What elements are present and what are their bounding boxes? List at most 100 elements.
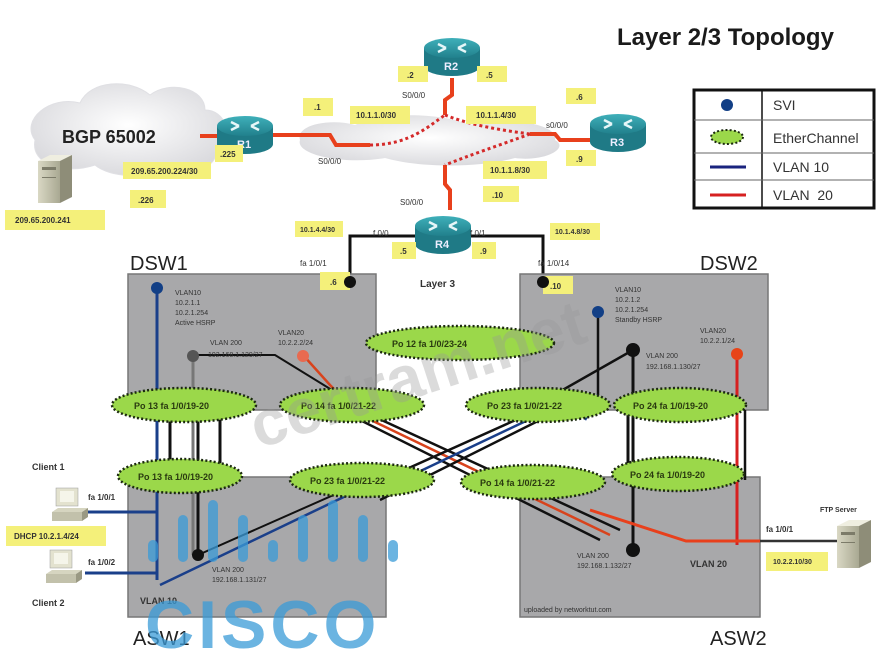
asw1-vlan10-label: VLAN 10 xyxy=(140,596,177,606)
asw1-vlan200-ip: 192.168.1.131/27 xyxy=(212,577,267,584)
dsw1-vlan10-name: VLAN10 xyxy=(175,290,201,297)
client1-label: Client 1 xyxy=(32,462,65,472)
asw2-name: ASW2 xyxy=(710,628,767,650)
etherchannel-po13-top[interactable]: Po 13 fa 1/0/19-20 xyxy=(110,386,258,424)
bgp-server-ip-label: 209.65.200.241 xyxy=(15,216,71,225)
r3-ip-bottom-label: .9 xyxy=(576,155,583,164)
r2-r3-subnet-label: 10.1.1.4/30 xyxy=(476,111,517,120)
asw2-vlan200-name: VLAN 200 xyxy=(577,553,609,560)
asw1-vlan200-svi-dot xyxy=(192,549,204,561)
svg-text:Po 12 fa 1/0/23-24: Po 12 fa 1/0/23-24 xyxy=(392,339,467,349)
diagram-title: Layer 2/3 Topology xyxy=(617,24,835,51)
r4-f00-ip-label: .5 xyxy=(400,247,407,256)
router-r2-label: R2 xyxy=(444,61,458,73)
dsw1-vlan200-ip: 192.168.1.129/27 xyxy=(208,352,263,359)
svg-text:Po 13 fa 1/0/19-20: Po 13 fa 1/0/19-20 xyxy=(134,401,209,411)
etherchannel-po23-top[interactable]: Po 23 fa 1/0/21-22 xyxy=(464,386,612,424)
client1-port-label: fa 1/0/1 xyxy=(88,493,116,502)
frame-relay-pvcs xyxy=(369,113,531,167)
bgp-subnet-label: 209.65.200.224/30 xyxy=(131,167,198,176)
dsw2-box[interactable] xyxy=(519,273,769,411)
r1-ip-label: .1 xyxy=(314,103,321,112)
etherchannel-po14-top[interactable]: Po 14 fa 1/0/21-22 xyxy=(278,386,426,424)
etherchannel-ellipse-icon xyxy=(710,129,744,145)
dsw1-vlan10-ip: 10.2.1.1 xyxy=(175,300,200,307)
asw1-vlan200-name: VLAN 200 xyxy=(212,567,244,574)
dsw1-hsrp-state: Active HSRP xyxy=(175,320,216,327)
asw1-box[interactable] xyxy=(127,476,387,618)
dsw2-vlan200-name: VLAN 200 xyxy=(646,353,678,360)
svg-text:Po 23 fa 1/0/21-22: Po 23 fa 1/0/21-22 xyxy=(310,476,385,486)
dsw1-uplink-port-dot xyxy=(344,276,356,288)
svg-text:Po 14 fa 1/0/21-22: Po 14 fa 1/0/21-22 xyxy=(480,478,555,488)
cisco-wordmark: CISCO xyxy=(145,587,380,652)
etherchannel-po13-bottom[interactable]: Po 13 fa 1/0/19-20 xyxy=(116,457,244,495)
isp-ip-label: .226 xyxy=(138,196,154,205)
dsw2-vlan20-name: VLAN20 xyxy=(700,328,726,335)
dsw2-vlan10-ip: 10.2.1.2 xyxy=(615,297,640,304)
r4-f01-ip-label: .9 xyxy=(480,247,487,256)
client2-port-label: fa 1/0/2 xyxy=(88,558,116,567)
svg-text:Po 13 fa 1/0/19-20: Po 13 fa 1/0/19-20 xyxy=(138,472,213,482)
r4-serial-link xyxy=(443,165,452,210)
client2-label: Client 2 xyxy=(32,598,65,608)
dsw1-vlan20-name: VLAN20 xyxy=(278,330,304,337)
dsw2-hsrp-state: Standby HSRP xyxy=(615,317,662,324)
legend-vlan10-label: VLAN 10 xyxy=(773,159,829,175)
svg-text:Po 24 fa 1/0/19-20: Po 24 fa 1/0/19-20 xyxy=(633,401,708,411)
dsw1-uplink-port-label: fa 1/0/1 xyxy=(300,259,327,268)
dsw1-r4-subnet-label: 10.1.4.4/30 xyxy=(300,227,335,234)
r4-serial-interface-label: S0/0/0 xyxy=(400,198,424,207)
bgp-as-label: BGP 65002 xyxy=(62,127,156,147)
dsw2-uplink-port-dot xyxy=(537,276,549,288)
r4-serial-ip-label: .10 xyxy=(492,191,504,200)
r2-ip-right-label: .5 xyxy=(486,71,493,80)
router-r4-label: R4 xyxy=(435,239,450,251)
ftp-server[interactable] xyxy=(837,520,871,568)
etherchannels: Po 12 fa 1/0/23-24 Po 13 fa 1/0/19-20 Po… xyxy=(110,324,748,501)
router-r2[interactable]: R2 xyxy=(422,36,482,78)
legend-svi-label: SVI xyxy=(773,97,796,113)
etherchannel-po23-bottom[interactable]: Po 23 fa 1/0/21-22 xyxy=(288,461,436,499)
r2-interface-label: S0/0/0 xyxy=(402,91,426,100)
asw2-vlan20-label: VLAN 20 xyxy=(690,559,727,569)
legend-etherchannel-label: EtherChannel xyxy=(773,130,859,146)
bgp-server xyxy=(38,155,72,203)
dsw2-uplink-ip-label: .10 xyxy=(550,282,562,291)
etherchannel-po14-bottom[interactable]: Po 14 fa 1/0/21-22 xyxy=(459,463,607,501)
router-r4[interactable]: R4 xyxy=(413,214,473,256)
etherchannel-po24-top[interactable]: Po 24 fa 1/0/19-20 xyxy=(612,386,748,424)
dsw2-name: DSW2 xyxy=(700,253,758,275)
r1-serial-link xyxy=(270,133,370,147)
ftp-ip-label: 10.2.2.10/30 xyxy=(773,559,812,566)
cisco-logo-watermark: CISCO xyxy=(145,500,398,652)
r1-bgp-ip-label: .225 xyxy=(220,150,236,159)
dsw1-vlan10-svi-dot xyxy=(151,282,163,294)
router-r3[interactable]: R3 xyxy=(588,112,648,154)
r4-f01-label: f 0/1 xyxy=(470,229,486,238)
client1-pc[interactable] xyxy=(51,487,89,522)
r3-interface-label: s0/0/0 xyxy=(546,121,568,130)
svi-dot-icon xyxy=(721,99,733,111)
dsw2-vlan10-vip: 10.2.1.254 xyxy=(615,307,648,314)
r4-lan-labels: 10.1.4.4/30 f 0/0 f 0/1 .5 .9 Layer 3 10… xyxy=(295,221,600,290)
dsw2-vlan20-ip: 10.2.2.1/24 xyxy=(700,338,735,345)
r4-f00-label: f 0/0 xyxy=(373,229,389,238)
svg-text:Po 24 fa 1/0/19-20: Po 24 fa 1/0/19-20 xyxy=(630,470,705,480)
svg-text:Po 14 fa 1/0/21-22: Po 14 fa 1/0/21-22 xyxy=(301,401,376,411)
legend: SVI EtherChannel VLAN 10 VLAN 20 xyxy=(692,88,876,210)
etherchannel-po12[interactable]: Po 12 fa 1/0/23-24 xyxy=(364,324,556,362)
r3-ip-top-label: .6 xyxy=(576,93,583,102)
layer3-label: Layer 3 xyxy=(420,279,455,290)
dsw2-vlan200-ip: 192.168.1.130/27 xyxy=(646,364,701,371)
dsw1-name: DSW1 xyxy=(130,253,188,275)
client2-pc[interactable] xyxy=(45,549,83,584)
asw2-watermark: uploaded by networktut.com xyxy=(524,607,612,614)
wan-labels: 209.65.200.224/30 .225 .226 209.65.200.2… xyxy=(5,66,596,230)
asw2-box[interactable] xyxy=(519,476,761,618)
etherchannel-po24-bottom[interactable]: Po 24 fa 1/0/19-20 xyxy=(610,455,746,493)
r2-serial-link xyxy=(443,78,454,115)
dsw2-r4-subnet-label: 10.1.4.8/30 xyxy=(555,229,590,236)
dsw1-vlan20-svi-dot xyxy=(297,350,309,362)
